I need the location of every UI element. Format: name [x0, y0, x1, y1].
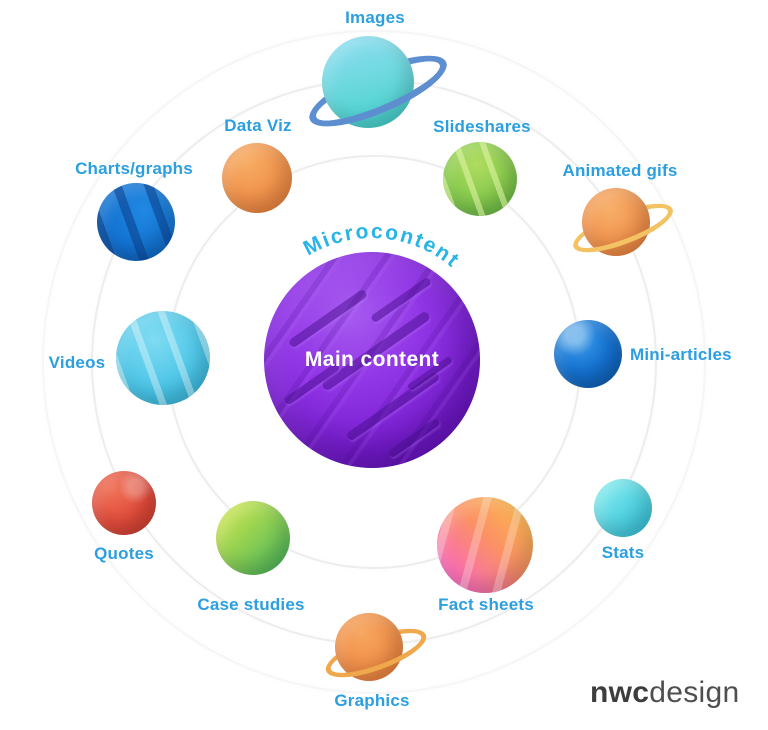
stats-planet-icon: [594, 479, 652, 537]
quotes-planet-icon: [92, 471, 156, 535]
nwcdesign-logo: nwcdesign: [590, 676, 739, 710]
label-graphics: Graphics: [334, 691, 410, 710]
main-content-planet: Main content: [264, 252, 480, 468]
graphics-planet-icon: [335, 613, 403, 681]
data-viz-planet-icon: [222, 143, 292, 213]
mini-articles-planet-icon: [554, 320, 622, 388]
label-data-viz: Data Viz: [224, 116, 292, 135]
slideshares-planet-icon: [443, 142, 517, 216]
label-animated-gifs: Animated gifs: [562, 161, 678, 180]
fact-sheets-planet-icon: [437, 497, 533, 593]
main-content-label: Main content: [304, 348, 440, 371]
animated-gifs-planet-icon: [582, 188, 650, 256]
label-charts-graphs: Charts/graphs: [75, 159, 193, 178]
logo-light-part: design: [649, 676, 740, 709]
logo-bold-part: nwc: [590, 676, 650, 709]
label-mini-articles: Mini-articles: [630, 345, 732, 364]
label-case-studies: Case studies: [197, 595, 305, 614]
label-stats: Stats: [601, 543, 645, 562]
label-slideshares: Slideshares: [433, 117, 531, 136]
label-quotes: Quotes: [94, 544, 154, 563]
label-images: Images: [345, 8, 405, 27]
label-fact-sheets: Fact sheets: [438, 595, 534, 614]
label-videos: Videos: [48, 353, 106, 372]
case-studies-planet-icon: [216, 501, 290, 575]
orbit-ring-outermost: [42, 30, 706, 694]
videos-planet-icon: [116, 311, 210, 405]
charts-graphs-planet-icon: [97, 183, 175, 261]
images-planet-icon: [322, 36, 414, 128]
